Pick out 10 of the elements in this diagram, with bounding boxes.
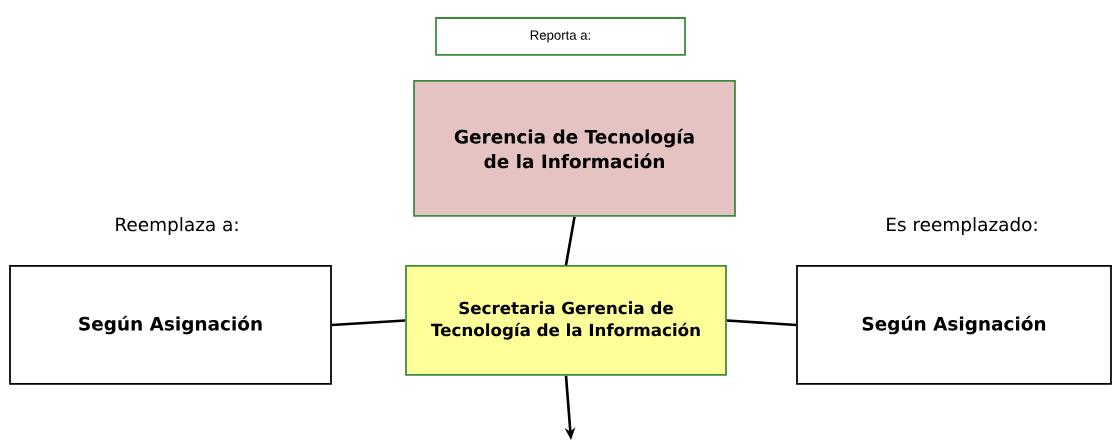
process-box: Según Asignación (9, 265, 332, 385)
title-box: Reporta a: (435, 17, 686, 56)
connector (564, 216, 576, 266)
process-box: Según Asignación (796, 265, 1112, 385)
process-box: Gerencia de Tecnología de la Información (413, 80, 736, 217)
process-box: Secretaria Gerencia de Tecnología de la Información (405, 265, 727, 376)
connector (726, 319, 797, 327)
side-label: Es reemplazado: (887, 217, 1037, 235)
connector (331, 319, 406, 327)
side-label: Reemplaza a: (116, 217, 238, 235)
